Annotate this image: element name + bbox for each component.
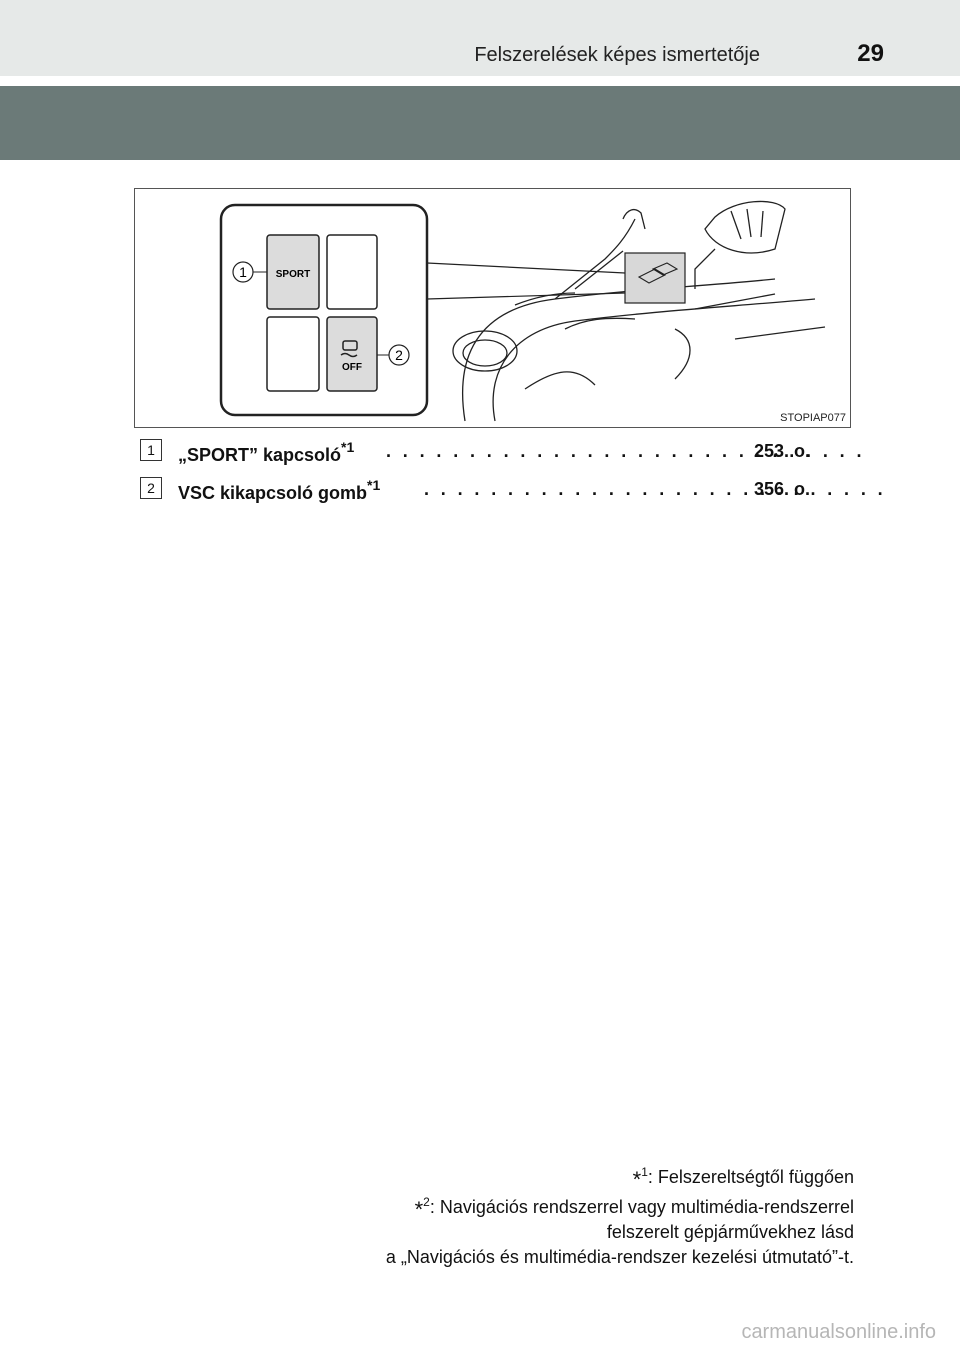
footnote-2-line-2: felszerelt gépjárművekhez lásd xyxy=(606,1222,854,1242)
header-band xyxy=(0,86,960,160)
console-switch-block xyxy=(624,252,686,304)
inset-frame xyxy=(219,203,429,417)
page-number: 29 xyxy=(857,40,884,67)
legend-number: 1 xyxy=(140,439,162,461)
footnote-1: *1: Felszereltségtől függően xyxy=(632,1165,854,1192)
legend-page-ref: 356. o. xyxy=(753,479,810,499)
footnote-2-line-3: a „Navigációs és multimédia-rendszer kez… xyxy=(385,1247,854,1267)
section-title: Felszerelések képes ismertetője xyxy=(474,44,760,66)
blank-button-top xyxy=(326,234,378,310)
skid-car-icon xyxy=(340,340,358,358)
footnotes: *1: Felszereltségtől függően *2: Navigác… xyxy=(254,1160,854,1270)
legend-page-ref: 253. o. xyxy=(753,441,810,461)
leader-dots: . . . . . . . . . . . . . . . . . . . . … xyxy=(386,441,865,461)
legend-label: VSC kikapcsoló gomb*1 xyxy=(178,477,381,504)
callout-2-text: 2 xyxy=(395,347,403,363)
sport-button-label: SPORT xyxy=(276,269,310,280)
center-console xyxy=(452,200,826,422)
vsc-off-button xyxy=(326,316,378,392)
legend-label-text: VSC kikapcsoló gomb xyxy=(178,483,368,503)
callout-1-text: 1 xyxy=(239,264,247,280)
watermark: carmanualsonline.info xyxy=(741,1321,936,1343)
console-drawing: SPORT OFF 1 2 xyxy=(219,200,826,422)
legend-label-text: „SPORT” kapcsoló xyxy=(178,445,342,465)
vsc-button-label: OFF xyxy=(342,362,362,373)
legend-label: „SPORT” kapcsoló*1 xyxy=(178,439,355,466)
page-header xyxy=(0,0,960,76)
legend-item-sport: 1 „SPORT” kapcsoló*1 . . . . . . . . . .… xyxy=(140,439,861,469)
leader-dots: . . . . . . . . . . . . . . . . . . . . … xyxy=(424,479,887,499)
footnote-mark: *1 xyxy=(367,477,381,493)
console-illustration: SPORT OFF 1 2 xyxy=(134,188,851,428)
footnote-2: *2: Navigációs rendszerrel vagy multiméd… xyxy=(414,1195,854,1222)
blank-button-bottom xyxy=(266,316,320,392)
zoom-line xyxy=(426,262,626,274)
figure-code: STOPIAP077 xyxy=(780,412,846,424)
footnote-mark: *1 xyxy=(341,439,355,455)
legend-number: 2 xyxy=(140,477,162,499)
legend-item-vsc: 2 VSC kikapcsoló gomb*1 . . . . . . . . … xyxy=(140,477,883,507)
